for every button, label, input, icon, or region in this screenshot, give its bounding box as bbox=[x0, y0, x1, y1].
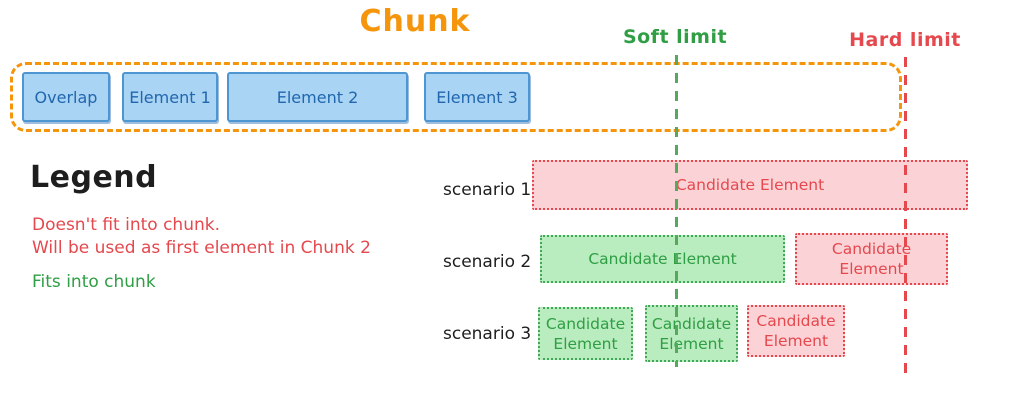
scenario-3-label: scenario 3 bbox=[443, 324, 532, 344]
scenario-1-label: scenario 1 bbox=[443, 180, 532, 200]
chunk-element-1: Element 1 bbox=[122, 72, 218, 122]
hard-limit-label: Hard limit bbox=[849, 29, 961, 51]
soft-limit-line bbox=[675, 55, 678, 367]
legend-no-fit-text: Doesn't fit into chunk. Will be used as … bbox=[32, 214, 371, 260]
soft-limit-label: Soft limit bbox=[622, 26, 728, 48]
scenario-2-candidate-fit: Candidate Element bbox=[540, 235, 785, 283]
scenario-2-label: scenario 2 bbox=[443, 252, 532, 272]
chunk-boundary-box bbox=[10, 62, 902, 132]
scenario-1-candidate-nofit: Candidate Element bbox=[532, 160, 968, 210]
legend-no-fit-line1: Doesn't fit into chunk. bbox=[32, 215, 220, 235]
scenario-3-candidate-fit-1: Candidate Element bbox=[538, 307, 633, 360]
chunk-element-overlap: Overlap bbox=[22, 72, 110, 122]
chunk-element-2: Element 2 bbox=[227, 72, 408, 122]
scenario-2-candidate-nofit: Candidate Element bbox=[795, 233, 948, 285]
hard-limit-line bbox=[904, 57, 907, 379]
legend-title: Legend bbox=[30, 160, 158, 195]
scenario-3-candidate-nofit: Candidate Element bbox=[747, 305, 845, 357]
diagram-title: Chunk bbox=[359, 4, 471, 39]
chunk-element-3: Element 3 bbox=[424, 72, 530, 122]
legend-fit-text: Fits into chunk bbox=[32, 272, 156, 292]
legend-no-fit-line2: Will be used as first element in Chunk 2 bbox=[32, 238, 371, 258]
scenario-3-candidate-fit-2: Candidate Element bbox=[645, 305, 738, 362]
